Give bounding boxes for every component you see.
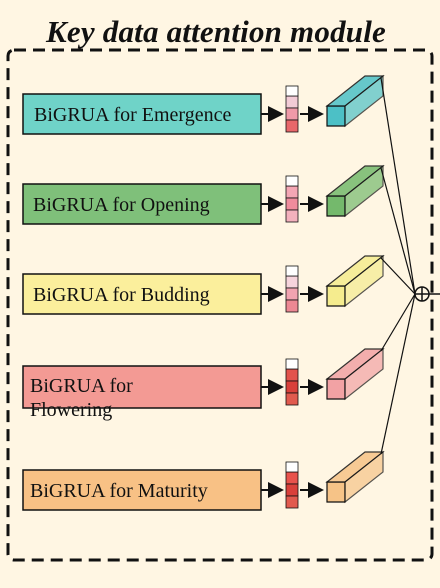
bigrua-block <box>22 469 262 511</box>
token-cell <box>285 471 299 485</box>
token-cell <box>285 495 299 509</box>
cube-side <box>344 74 384 128</box>
bigrua-block <box>22 93 262 135</box>
token-cell <box>285 380 299 394</box>
bigrua-block <box>22 365 262 409</box>
token-cell <box>285 107 299 121</box>
token-cell <box>285 265 299 277</box>
connector-line <box>380 293 416 352</box>
token-cell <box>285 275 299 289</box>
connector-line <box>380 167 416 295</box>
cube-side <box>344 254 384 308</box>
bigrua-label: BiGRUA for Flowering <box>30 375 133 421</box>
token-cell <box>285 461 299 473</box>
bigrua-row-3 <box>22 254 416 315</box>
dashed-boundary <box>6 48 434 562</box>
token-cell <box>285 287 299 301</box>
token-cell <box>285 85 299 97</box>
bigrua-row-4 <box>22 293 416 409</box>
cube-side <box>344 450 384 504</box>
cube-side <box>344 164 384 218</box>
connector-line <box>380 257 416 295</box>
token-cell <box>285 392 299 406</box>
cube-side <box>344 347 384 401</box>
token-cell <box>285 175 299 187</box>
bigrua-block <box>22 183 262 225</box>
bigrua-label: BiGRUA for Opening <box>33 194 210 216</box>
bigrua-block <box>22 273 262 315</box>
token-cell <box>285 358 299 370</box>
bigrua-row-1 <box>22 74 416 295</box>
token-cell <box>285 95 299 109</box>
connector-line <box>380 293 416 455</box>
bigrua-row-2 <box>22 164 416 295</box>
token-cell <box>285 209 299 223</box>
cube-front <box>326 195 346 217</box>
token-cell <box>285 119 299 133</box>
module-title: Key data attention module <box>46 14 386 49</box>
summation-node <box>414 286 430 302</box>
token-cell <box>285 483 299 497</box>
connector-line <box>380 77 416 295</box>
token-cell <box>285 197 299 211</box>
token-cell <box>285 299 299 313</box>
token-cell <box>285 368 299 382</box>
bigrua-label: BiGRUA for Emergence <box>34 104 232 126</box>
cube-front <box>326 378 346 400</box>
cube-front <box>326 481 346 503</box>
bigrua-row-5 <box>22 293 416 511</box>
cube-front <box>326 105 346 127</box>
bigrua-label: BiGRUA for Maturity <box>30 480 208 502</box>
cube-front <box>326 285 346 307</box>
token-cell <box>285 185 299 199</box>
bigrua-label: BiGRUA for Budding <box>33 284 210 306</box>
